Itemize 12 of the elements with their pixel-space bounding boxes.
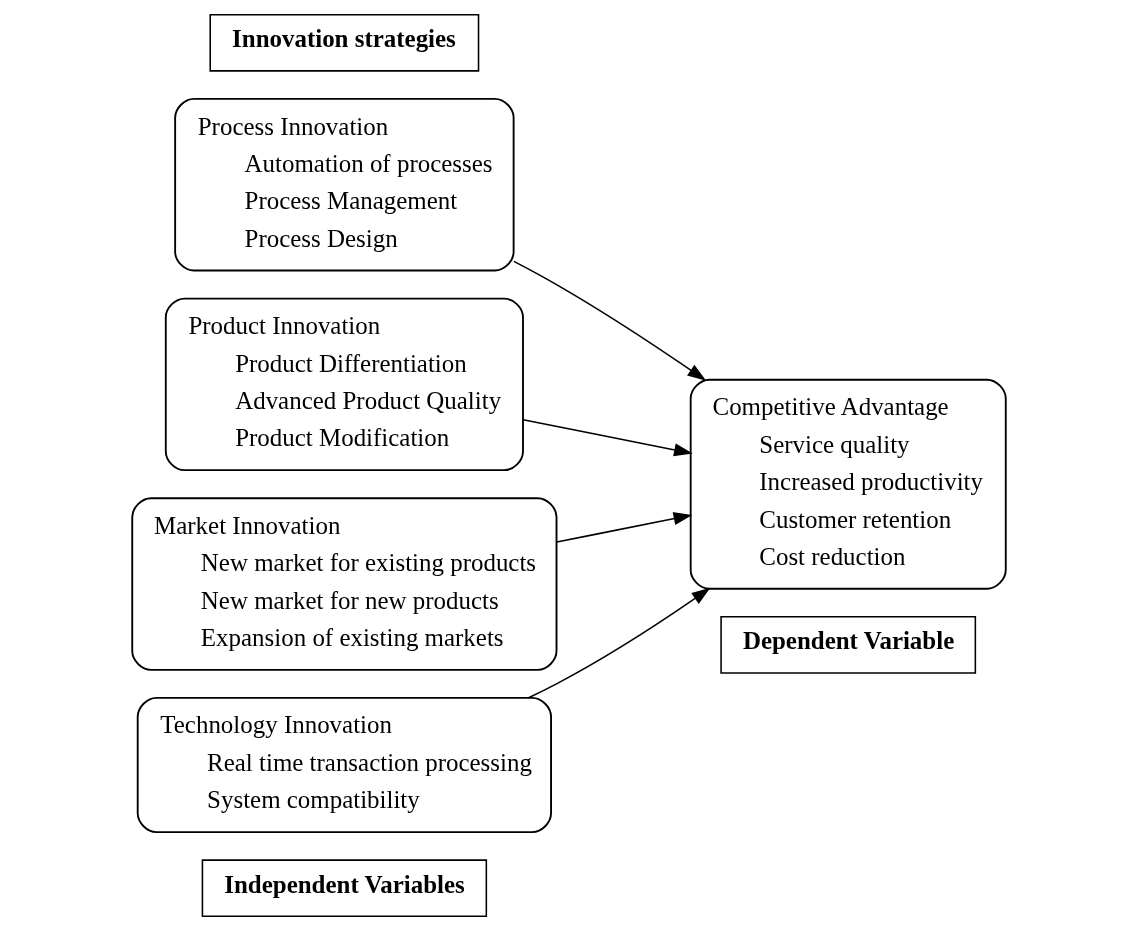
arrow (521, 418, 693, 457)
node-box: Innovation strategies (208, 13, 479, 72)
node-box: Technology Innovation Real time transaction processing System compatibility (136, 697, 552, 833)
node-box: Product Innovation Product Differentiation Advanced Product Quality Product Modification (164, 297, 524, 472)
node-box: Competitive Advantage Service quality Increased productivity Customer retention Cost reduction (689, 378, 1007, 590)
node-box: Independent Variables (201, 859, 487, 918)
node-box: Process Innovation Automation of processes Process Management Process Design (173, 98, 515, 272)
node-box: Market Innovation New market for existing products New market for new products Expansion of existing markets (130, 497, 557, 671)
arrow (527, 587, 710, 699)
arrow (512, 260, 706, 381)
arrow (555, 512, 692, 543)
node-box: Dependent Variable (719, 616, 976, 674)
